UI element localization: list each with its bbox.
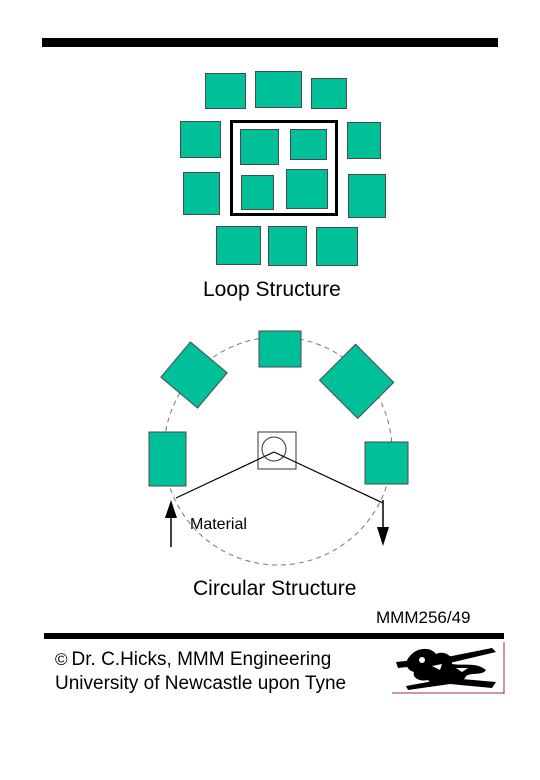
loop-inner-cell bbox=[241, 175, 274, 210]
robot-pivot bbox=[261, 436, 287, 462]
loop-cell bbox=[205, 73, 246, 109]
loop-cell bbox=[255, 71, 302, 108]
loop-cell bbox=[180, 121, 221, 158]
material-in-arrowhead bbox=[165, 500, 177, 518]
loop-inner-cell bbox=[240, 129, 279, 165]
material-out-arrowhead bbox=[377, 527, 389, 546]
robot-base bbox=[257, 431, 297, 470]
slide-code: MMM256/49 bbox=[376, 608, 471, 627]
loop-cell bbox=[268, 226, 307, 266]
loop-cell bbox=[347, 122, 381, 159]
circular-cell bbox=[364, 441, 409, 485]
circular-cell bbox=[258, 330, 302, 368]
university-crest-lion-icon bbox=[392, 642, 505, 694]
loop-inner-cell bbox=[286, 169, 328, 209]
robot-arm bbox=[273, 451, 384, 504]
circular-structure-label: Circular Structure bbox=[193, 577, 357, 600]
footer-line-2: University of Newcastle upon Tyne bbox=[55, 673, 347, 694]
material-label: Material bbox=[190, 516, 247, 533]
loop-cell bbox=[183, 172, 220, 215]
loop-cell bbox=[216, 226, 261, 265]
footer-line-1: ©Dr. C.Hicks, MMM Engineering bbox=[55, 649, 331, 671]
loop-inner-cell bbox=[290, 129, 327, 160]
loop-cell bbox=[348, 174, 386, 218]
robot-arm bbox=[175, 451, 275, 499]
top-rule bbox=[42, 38, 498, 47]
loop-cell bbox=[316, 227, 358, 266]
loop-frame bbox=[230, 120, 338, 216]
loop-cell bbox=[311, 78, 347, 109]
copyright-symbol: © bbox=[55, 650, 68, 669]
footer-author: Dr. C.Hicks, MMM Engineering bbox=[71, 649, 332, 670]
circular-cell bbox=[160, 341, 228, 409]
loop-structure-label: Loop Structure bbox=[203, 278, 341, 301]
circular-cell bbox=[318, 343, 395, 420]
circular-cell bbox=[148, 431, 187, 487]
bottom-rule bbox=[44, 633, 504, 639]
